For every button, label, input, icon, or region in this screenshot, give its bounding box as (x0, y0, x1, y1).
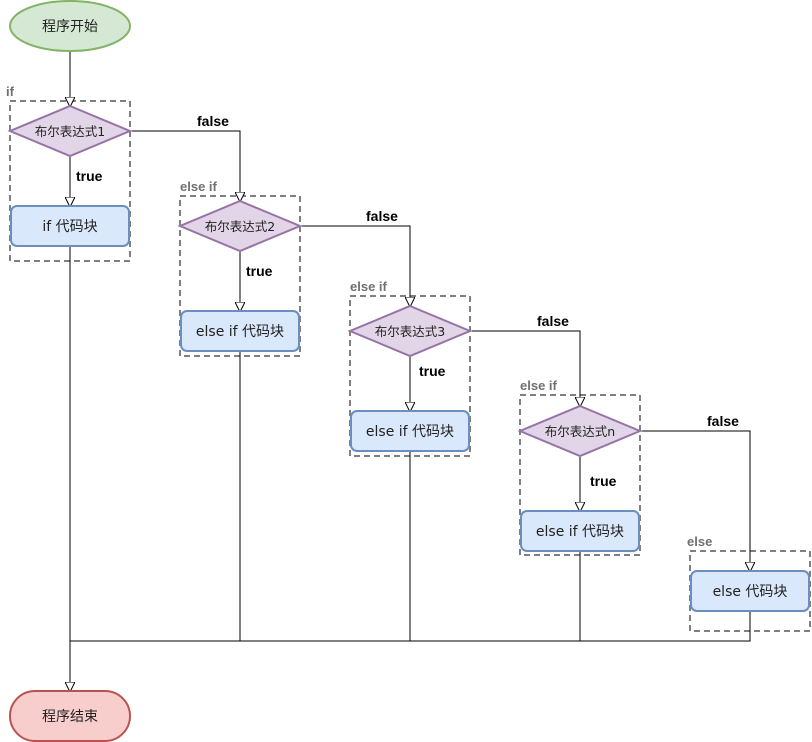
group-title-else-if-2: else if (350, 279, 388, 294)
block-else-if-2[interactable] (350, 410, 470, 452)
block-else-if-n-label: else if 代码块 (536, 524, 624, 540)
edge-cond3-false (470, 330, 580, 406)
edge-condn-false (640, 430, 750, 571)
label-true-1: true (76, 168, 103, 184)
block-if[interactable] (10, 205, 130, 247)
label-true-n: true (590, 473, 617, 489)
decision-3[interactable] (347, 304, 473, 358)
end-label: 程序结束 (42, 709, 98, 725)
group-title-else-if-n: else if (520, 378, 558, 393)
block-else-if-n[interactable] (520, 510, 640, 552)
edge-cond2-false (300, 225, 410, 306)
decision-1-label: 布尔表达式1 (35, 124, 105, 139)
group-title-else-if-1: else if (180, 179, 218, 194)
block-else-label: else 代码块 (713, 584, 788, 600)
edge-cond1-false (130, 130, 240, 201)
decision-3-label: 布尔表达式3 (375, 324, 445, 339)
group-title-else: else (687, 534, 712, 549)
decision-1[interactable] (7, 104, 133, 158)
label-false-3: false (537, 313, 569, 329)
label-false-1: false (197, 113, 229, 129)
decision-n[interactable] (517, 404, 643, 458)
label-true-3: true (419, 363, 446, 379)
block-else[interactable] (690, 570, 810, 612)
block-else-if-2-label: else if 代码块 (366, 424, 454, 440)
end-node[interactable] (9, 690, 131, 742)
start-label: 程序开始 (42, 19, 98, 35)
group-title-if: if (6, 84, 15, 99)
edge-else-block-down (70, 611, 751, 642)
block-else-if-1-label: else if 代码块 (196, 324, 284, 340)
decision-n-label: 布尔表达式n (545, 424, 615, 439)
block-else-if-1[interactable] (180, 310, 300, 352)
block-if-label: if 代码块 (42, 219, 97, 235)
label-false-n: false (707, 413, 739, 429)
label-true-2: true (246, 263, 273, 279)
decision-2[interactable] (177, 199, 303, 253)
start-node[interactable] (9, 0, 131, 52)
label-false-2: false (366, 208, 398, 224)
decision-2-label: 布尔表达式2 (205, 219, 275, 234)
